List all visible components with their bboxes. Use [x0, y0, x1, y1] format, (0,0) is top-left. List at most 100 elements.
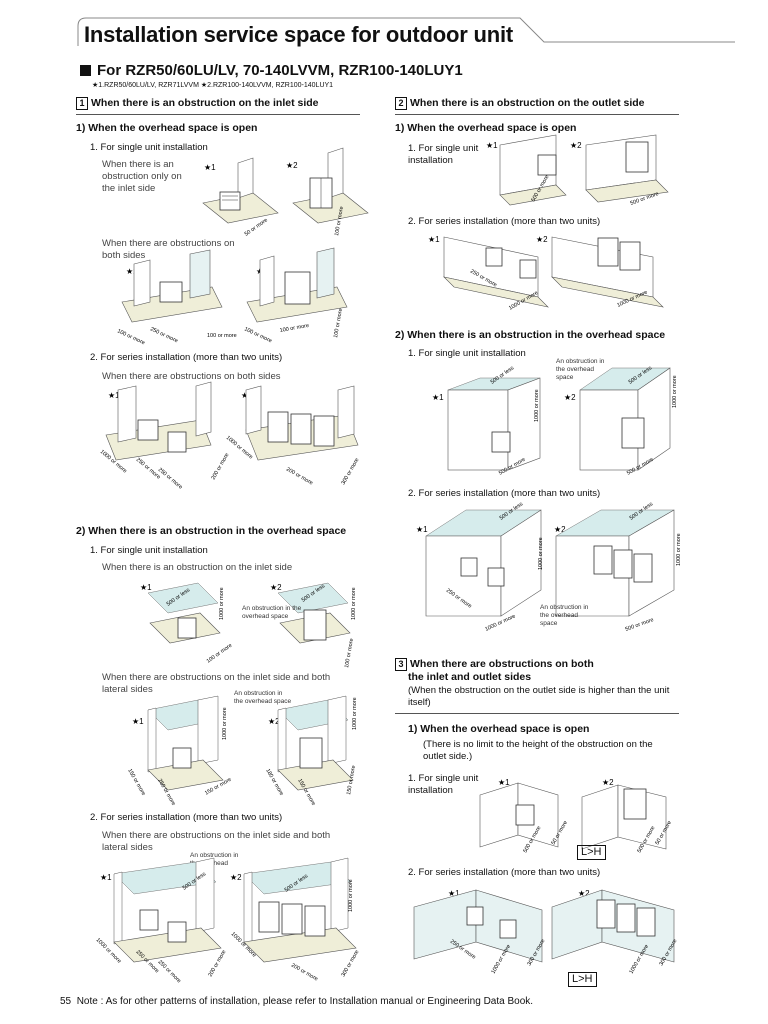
svg-text:300 or more: 300 or more [341, 949, 361, 978]
svg-text:1000 or more: 1000 or more [219, 587, 225, 620]
svg-text:★1: ★1 [448, 889, 460, 898]
svg-text:★2: ★2 [570, 141, 582, 150]
svg-text:★1: ★1 [416, 525, 428, 534]
svg-text:1000 or more: 1000 or more [538, 537, 544, 570]
left-s2-title: 2) When there is an obstruction in the o… [76, 525, 347, 537]
model-legend: ★1.RZR50/60LU/LV, RZR71LVVM ★2.RZR100-14… [92, 82, 334, 89]
diagram-outlet-overhead-series: ★1 250 or more 1000 or more 500 or less … [416, 501, 682, 633]
overhead-label-4: An obstruction in the overhead space [556, 358, 605, 381]
diagram-outlet-single: ★1 500 or more ★2 500 or more [486, 134, 669, 207]
right-s1-single: 1. For single unit installation [408, 143, 479, 166]
svg-text:★2: ★2 [536, 235, 548, 244]
svg-text:★1: ★1 [100, 873, 112, 882]
title-frame [77, 17, 735, 46]
svg-text:1000 or more: 1000 or more [348, 879, 354, 912]
svg-text:200 or more: 200 or more [211, 452, 231, 481]
diagram-both-sides-open-single: ★1 500 or more 50 or more ★2 500 or more… [479, 778, 673, 854]
svg-text:★2: ★2 [286, 161, 298, 170]
svg-text:★1: ★1 [432, 393, 444, 402]
section3-s1-title: 1) When the overhead space is open [408, 723, 590, 735]
left-s2-series: 2. For series installation (more than tw… [90, 812, 283, 823]
right-s2-series: 2. For series installation (more than tw… [408, 488, 601, 499]
left-s2-inlet-lateral: When there are obstructions on the inlet… [102, 672, 331, 695]
diagram-overhead-series: ★1 1000 or more 250 or more 250 or more … [95, 857, 361, 984]
svg-text:1000 or more: 1000 or more [672, 375, 678, 408]
left-s1-series: 2. For series installation (more than tw… [90, 352, 283, 363]
svg-text:★1: ★1 [126, 267, 138, 276]
svg-text:1000 or more: 1000 or more [484, 614, 516, 633]
svg-text:250 or more: 250 or more [157, 467, 184, 491]
svg-text:★2: ★2 [564, 393, 576, 402]
svg-text:100 or more: 100 or more [344, 638, 355, 668]
overhead-label-5: An obstruction in the overhead space [540, 604, 589, 627]
svg-text:200 or more: 200 or more [290, 963, 319, 983]
left-s1-title: 1) When the overhead space is open [76, 122, 258, 134]
svg-text:300 or more: 300 or more [341, 457, 361, 486]
svg-text:1000 or more: 1000 or more [222, 707, 228, 740]
svg-text:200 or more: 200 or more [285, 467, 314, 487]
page-title: Installation service space for outdoor u… [84, 22, 514, 47]
right-s2-title: 2) When there is an obstruction in the o… [395, 329, 666, 341]
footer: 55 Note : As for other patterns of insta… [60, 996, 533, 1007]
svg-text:★1: ★1 [140, 583, 152, 592]
divider [76, 114, 360, 115]
diagram-series-both: ★1 1000 or more 250 or more 250 or more … [99, 381, 361, 491]
lh-label-1: L>H [577, 845, 606, 860]
divider [395, 114, 679, 115]
svg-text:150 or more: 150 or more [126, 768, 146, 797]
left-s2-single: 1. For single unit installation [90, 545, 208, 556]
section3-series: 2. For series installation (more than tw… [408, 867, 601, 878]
left-s2-inlet-only: When there is an obstruction on the inle… [102, 562, 293, 573]
section3-heading-line2: the inlet and outlet sides [408, 671, 532, 683]
footer-note: Note : As for other patterns of installa… [76, 996, 534, 1007]
svg-text:200 or more: 200 or more [208, 949, 228, 978]
star-label: ★1 [204, 163, 216, 172]
svg-text:★1: ★1 [498, 778, 510, 787]
svg-text:★2: ★2 [230, 873, 242, 882]
svg-text:★2: ★2 [578, 889, 590, 898]
svg-text:★1: ★1 [132, 717, 144, 726]
diagram-overhead-inlet: ★1 500 or less 1000 or more 100 or more … [140, 582, 357, 668]
svg-text:★2: ★2 [268, 717, 280, 726]
section3-note: (When the obstruction on the outlet side… [408, 685, 670, 708]
diagram-both-sides-single: ★1 100 or more 250 or more 100 or more ★… [116, 247, 348, 346]
svg-text:150 or more: 150 or more [346, 765, 357, 795]
right-s1-series: 2. For series installation (more than tw… [408, 216, 601, 227]
svg-text:1000 or more: 1000 or more [351, 587, 357, 620]
square-bullet-icon [80, 65, 91, 76]
svg-text:★2: ★2 [270, 583, 282, 592]
svg-text:★2: ★2 [602, 778, 614, 787]
svg-text:500 or more: 500 or more [625, 617, 655, 633]
svg-text:1000 or more: 1000 or more [676, 533, 682, 566]
right-s2-single: 1. For single unit installation [408, 348, 526, 359]
svg-text:50 or more: 50 or more [244, 217, 269, 237]
section3-s1-note: (There is no limit to the height of the … [423, 739, 653, 762]
overhead-label-1: An obstruction in the overhead space [242, 605, 302, 620]
svg-text:★1: ★1 [428, 235, 440, 244]
svg-text:250 or more: 250 or more [149, 326, 178, 344]
svg-text:100 or more: 100 or more [243, 326, 272, 344]
left-s1-both: When there are obstructions on both side… [102, 238, 235, 261]
svg-text:100 or more: 100 or more [333, 308, 344, 338]
page-number: 55 [60, 996, 72, 1007]
svg-text:100 or more: 100 or more [279, 323, 309, 334]
diagram-both-sides-open-series: ★1 250 or more 1000 or more 300 or more … [413, 889, 679, 975]
diagram-outlet-series: ★1 250 or more 1000 or more ★2 1000 or m… [428, 235, 664, 312]
section3-single: 1. For single unit installation [408, 773, 479, 796]
model-subtitle: For RZR50/60LU/LV, 70-140LVVM, RZR100-14… [80, 62, 463, 79]
svg-text:★2: ★2 [554, 525, 566, 534]
left-s2-series-desc: When there are obstructions on the inlet… [102, 830, 331, 853]
svg-text:250 or more: 250 or more [135, 457, 162, 481]
svg-text:100 or more: 100 or more [334, 206, 345, 236]
left-s1-series-desc: When there are obstructions on both side… [102, 371, 281, 382]
svg-text:100 or more: 100 or more [116, 328, 145, 346]
svg-text:★1: ★1 [486, 141, 498, 150]
svg-text:1000 or more: 1000 or more [352, 697, 358, 730]
diagram-overhead-lateral: ★1 1000 or more 150 or more 250 or more … [126, 695, 358, 807]
diagram-outlet-overhead-single: ★1 500 or less 1000 or more 500 or more … [432, 365, 678, 477]
lh-label-2: L>H [568, 972, 597, 987]
svg-text:250 or more: 250 or more [157, 959, 182, 984]
diagram-inlet-single: ★1 ★2 50 or more 100 or more [202, 147, 369, 238]
